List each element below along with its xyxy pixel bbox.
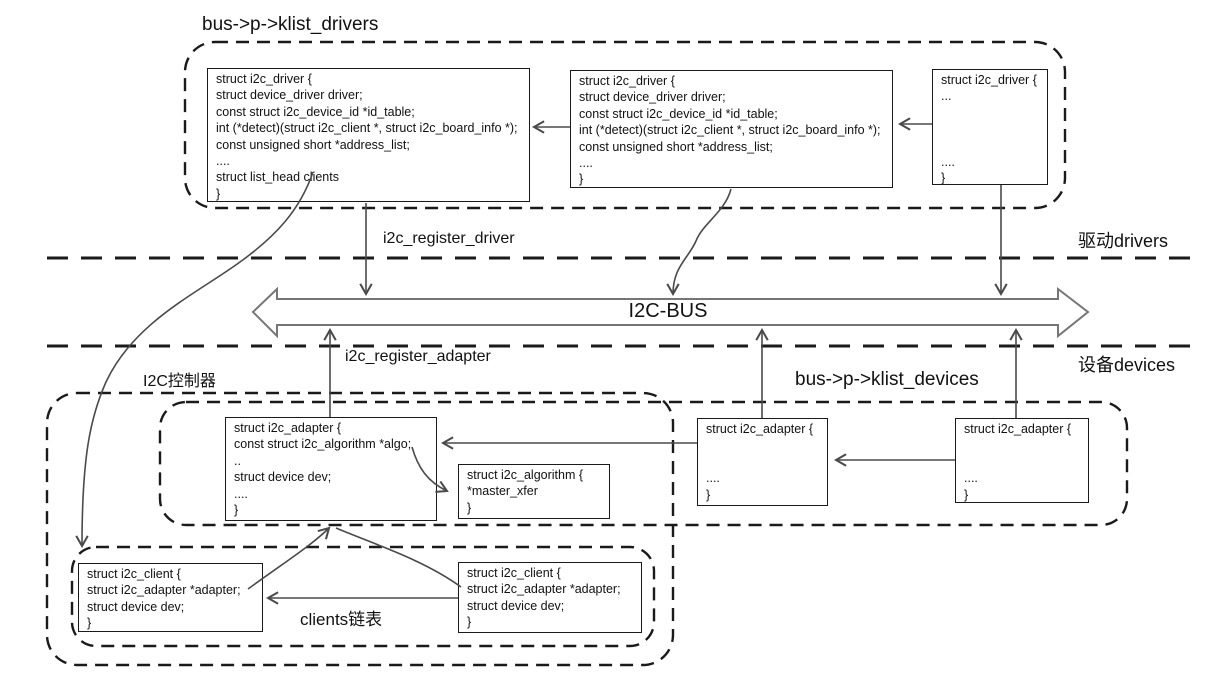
struct-i2c-adapter-main-box: struct i2c_adapter { const struct i2c_alg…	[225, 417, 437, 521]
code-line: const unsigned short *address_list;	[216, 137, 410, 152]
code-line	[941, 138, 1047, 154]
code-line: const struct i2c_device_id *id_table;	[579, 106, 778, 121]
code-line: struct i2c_driver {	[216, 72, 312, 86]
label-i2c-bus: I2C-BUS	[628, 300, 708, 322]
label-register-driver: i2c_register_driver	[383, 230, 515, 247]
code-line: struct device dev;	[234, 470, 332, 485]
label-devices-zone: 设备devices	[1078, 355, 1176, 375]
klist-drivers-group-outline	[183, 40, 1067, 210]
code-line: struct device_driver driver;	[216, 88, 363, 103]
code-line: ....	[706, 471, 720, 486]
code-line: const unsigned short *address_list;	[579, 139, 773, 154]
struct-i2c-client-box-1: struct i2c_client { struct i2c_adapter *a…	[78, 563, 263, 632]
code-line: const struct i2c_algorithm *algo;	[234, 437, 412, 452]
code-line: }	[87, 616, 92, 631]
code-line: struct i2c_adapter {	[234, 421, 342, 435]
code-line: ....	[216, 154, 230, 169]
code-line: const struct i2c_device_id *id_table;	[216, 104, 415, 119]
code-line: ....	[964, 471, 978, 486]
code-line: struct device dev;	[467, 598, 565, 613]
code-line: }	[234, 503, 239, 518]
code-line: }	[216, 186, 221, 201]
struct-i2c-driver-box-2: struct i2c_driver { struct device_driver …	[570, 70, 893, 188]
code-line: struct i2c_driver {	[941, 73, 1037, 87]
clients-list-group-outline	[70, 545, 656, 648]
code-line: struct i2c_adapter {	[706, 422, 814, 436]
code-line	[941, 121, 1047, 137]
code-line: struct i2c_algorithm {	[467, 468, 584, 482]
code-line: struct i2c_client {	[87, 567, 181, 581]
struct-i2c-driver-box-1: struct i2c_driver { struct device_driver …	[207, 68, 530, 202]
struct-i2c-client-box-2: struct i2c_client { struct i2c_adapter *a…	[458, 562, 642, 633]
code-line: ..	[234, 453, 241, 468]
code-line: }	[579, 172, 584, 187]
code-line: ....	[234, 486, 248, 501]
code-line	[964, 437, 1088, 453]
code-line: }	[964, 487, 969, 502]
code-line: *master_xfer	[467, 484, 538, 499]
code-line	[706, 437, 827, 453]
code-line: }	[467, 500, 472, 515]
code-line: struct device dev;	[87, 599, 185, 614]
code-line: ....	[941, 155, 955, 170]
code-line: }	[706, 487, 711, 502]
code-line: int (*detect)(struct i2c_client *, struc…	[579, 123, 881, 138]
struct-i2c-algorithm-box: struct i2c_algorithm { *master_xfer}	[458, 464, 610, 519]
code-line	[706, 454, 827, 470]
code-line: ...	[941, 89, 952, 104]
code-line: struct i2c_client {	[467, 566, 561, 580]
code-line: struct i2c_adapter {	[964, 422, 1072, 436]
code-line	[964, 454, 1088, 470]
code-line: struct i2c_adapter *adapter;	[467, 582, 621, 597]
i2c-controller-group-outline	[45, 391, 675, 667]
code-line	[941, 105, 1047, 121]
code-line: }	[941, 171, 946, 185]
code-line: struct i2c_driver {	[579, 74, 675, 88]
code-line: ....	[579, 156, 593, 171]
code-line: int (*detect)(struct i2c_client *, struc…	[216, 121, 518, 136]
label-drivers-zone: 驱动drivers	[1078, 231, 1169, 251]
struct-i2c-adapter-box-3: struct i2c_adapter { ....}	[955, 418, 1089, 503]
code-line: struct i2c_adapter *adapter;	[87, 583, 241, 598]
code-line: struct list_head clients	[216, 170, 339, 185]
code-line: struct device_driver driver;	[579, 90, 726, 105]
label-clients-list: clients链表	[300, 610, 383, 629]
label-i2c-controller: I2C控制器	[143, 373, 216, 390]
struct-i2c-adapter-box-2: struct i2c_adapter { ....}	[697, 418, 828, 506]
label-klist-drivers: bus->p->klist_drivers	[202, 14, 379, 35]
code-line: }	[467, 615, 472, 630]
struct-i2c-driver-box-3: struct i2c_driver {... ....}	[932, 69, 1048, 185]
label-klist-devices: bus->p->klist_devices	[795, 369, 979, 390]
label-register-adapter: i2c_register_adapter	[345, 348, 491, 365]
